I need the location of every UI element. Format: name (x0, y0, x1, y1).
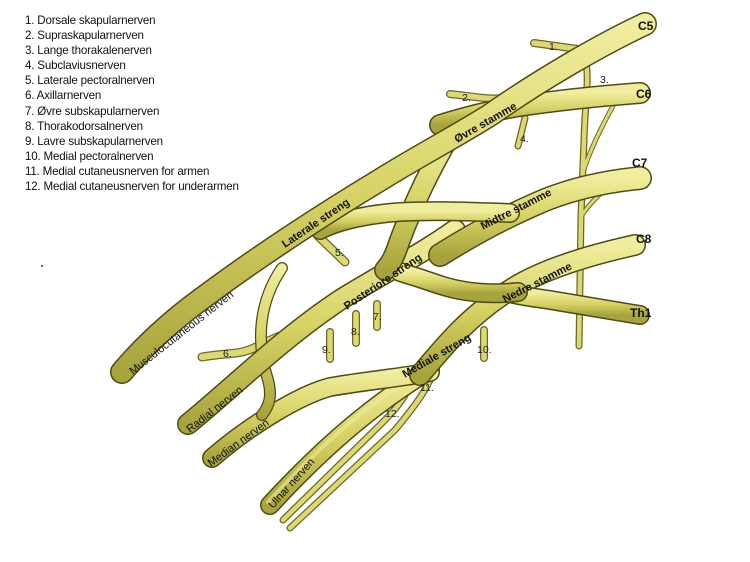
branch-number-3: 3. (600, 74, 609, 86)
branch-number-12: 12. (385, 408, 400, 420)
legend-item-2: 2. Supraskapularnerven (25, 29, 144, 43)
stray-dot (41, 265, 43, 267)
legend-item-8: 8. Thorakodorsalnerven (25, 119, 143, 133)
root-label-c7: C7 (632, 156, 648, 170)
root-label-c5: C5 (638, 19, 654, 33)
branch-number-1: 1. (549, 41, 558, 53)
legend-item-12: 12. Medial cutaneusnerven for underarmen (25, 180, 239, 194)
middle-trunk (428, 166, 652, 267)
branch-number-4: 4. (520, 133, 529, 145)
posterior-cord (177, 219, 466, 435)
upper-trunk-posterior-division (374, 124, 461, 281)
median-nerve (202, 362, 440, 468)
root-label-th1: Th1 (630, 306, 652, 320)
legend-item-5: 5. Laterale pectoralnerven (25, 74, 155, 88)
lower-trunk-posterior-division (390, 262, 528, 304)
branch-number-6: 6. (223, 348, 232, 360)
legend: 1. Dorsale skapularnerven 2. Supraskapul… (25, 13, 239, 194)
middle-trunk-anterior-division (310, 201, 520, 240)
legend-item-3: 3. Lange thorakalenerven (25, 44, 152, 58)
root-label-c6: C6 (636, 87, 652, 101)
branch-number-2: 2. (462, 92, 471, 104)
branch-number-9: 9. (322, 344, 331, 356)
legend-item-11: 11. Medial cutaneusnerven for armen (25, 164, 210, 178)
branch-number-5: 5. (335, 247, 344, 259)
legend-item-7: 7. Øvre subskapularnerven (25, 104, 160, 118)
legend-item-10: 10. Medial pectoralnerven (25, 149, 154, 163)
ulnar-nerve-label: Ulnar nerven (266, 456, 317, 511)
legend-item-4: 4. Subclaviusnerven (25, 59, 126, 73)
root-label-c8: C8 (636, 232, 652, 246)
upper-trunk-lateral-cord (110, 12, 657, 384)
branch-number-10: 10. (477, 344, 492, 356)
legend-item-6: 6. Axillarnerven (25, 89, 102, 103)
legend-item-9: 9. Lavre subskapularnerven (25, 134, 163, 148)
th1-root (500, 283, 650, 325)
branch-number-8: 8. (351, 326, 360, 338)
branch-number-7: 7. (373, 311, 382, 323)
legend-item-1: 1. Dorsale skapularnerven (25, 14, 156, 27)
branch-number-11: 11. (420, 382, 434, 394)
lateral-pectoral-nerve (313, 231, 350, 267)
subclavius-nerve (514, 114, 529, 150)
